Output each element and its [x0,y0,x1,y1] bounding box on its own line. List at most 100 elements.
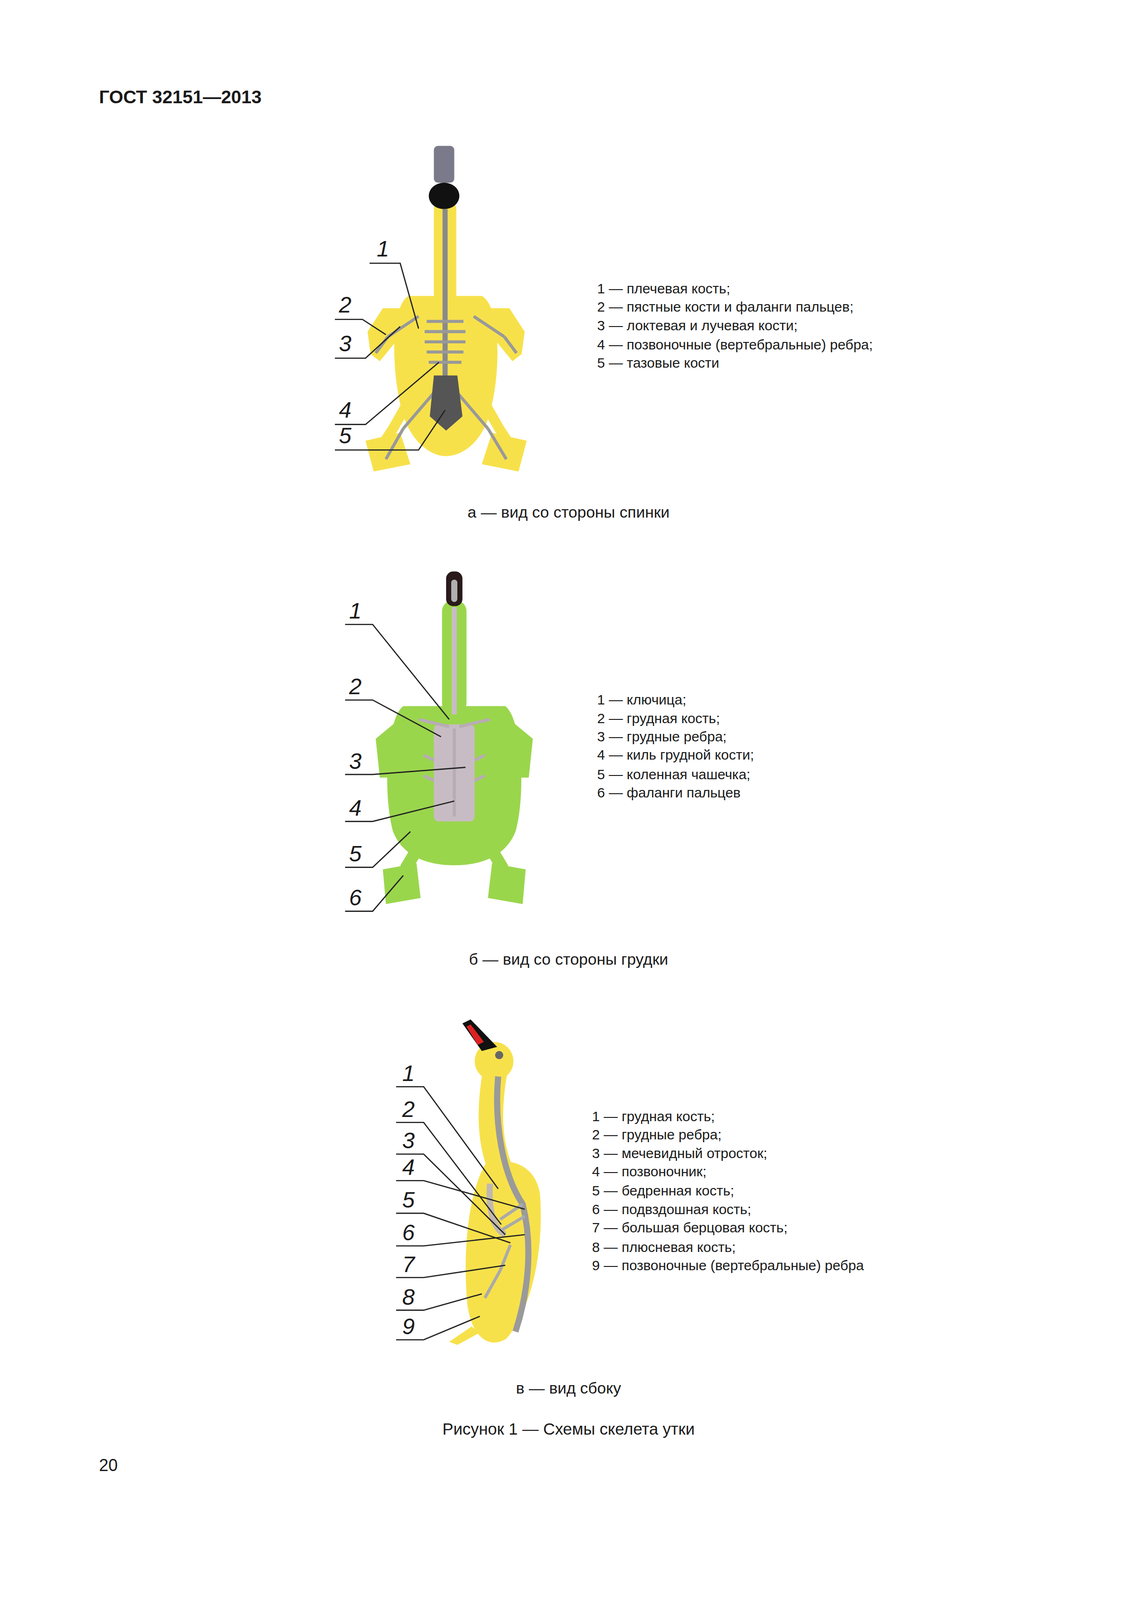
callout-number: 8 [402,1284,415,1310]
drawing-part [433,724,475,822]
drawing-part [484,1270,501,1298]
callout-number: 2 [338,291,352,318]
drawing-part [497,1076,529,1332]
key-entry: 2 — пястные кости и фаланги пальцев; [597,298,854,316]
drawing-part [487,428,506,460]
drawing-part [424,330,466,334]
drawing-part [396,1086,498,1189]
key-entry: 1 — плечевая кость; [597,280,731,298]
drawing-part [369,263,419,329]
drawing-part [375,316,517,460]
drawing-part [385,428,404,460]
drawing-part [441,599,467,715]
callout-number: 6 [402,1219,415,1246]
drawing-part [433,145,455,183]
callout-number: 1 [376,235,390,262]
key-entry: 8 — плюсневая кость; [591,1239,736,1256]
drawing-part [426,320,464,324]
drawing-part [403,392,434,429]
callout-number: 4 [348,795,362,821]
callout-number: 5 [402,1187,415,1213]
drawing-part [474,775,485,781]
callout-number: 9 [402,1313,415,1340]
drawing-part [446,571,463,606]
drawing-part [451,579,458,603]
drawing-part [473,316,505,337]
drawing-part [452,728,456,817]
drawing-part [474,754,485,761]
key-entry: 3 — локтевая и лучевая кости; [597,317,798,335]
key-entry: 1 — грудная кость; [591,1108,715,1125]
key-entry: 6 — подвздошная кость; [591,1201,752,1218]
callout-number: 3 [348,748,362,775]
drawing-part [345,875,404,911]
drawing-part [462,1019,498,1052]
callout-number: 2 [348,673,362,700]
duck-side-view [448,1019,541,1345]
drawing-part [502,1216,525,1230]
callout-number: 3 [338,330,352,357]
key-entry: 9 — позвоночные (вертебральные) ребра [591,1257,864,1274]
key-entry: 2 — грудные ребра; [591,1126,722,1144]
drawing-part [457,392,489,429]
page-header: ГОСТ 32151—2013 [99,86,262,108]
callout-number: 1 [402,1060,415,1087]
callout-number: 5 [338,422,352,449]
drawing-part [426,350,464,354]
view-caption: в — вид сбоку [516,1379,622,1398]
drawing-part [396,1180,525,1210]
callout-number: 4 [338,397,352,423]
drawing-part [451,607,457,715]
drawing-part [345,831,411,868]
duck-ventral-view [375,571,533,904]
drawing-part [428,360,462,364]
callout-number: 1 [348,597,362,624]
drawing-part [497,714,533,778]
key-entry: 4 — позвоночные (вертебральные) ребра; [597,336,873,354]
drawing-part [383,863,421,904]
callout-number: 7 [402,1251,415,1278]
drawing-part [345,699,442,737]
view-caption: а — вид со стороны спинки [467,503,670,522]
key-entry: 4 — киль грудной кости; [597,746,754,764]
drawing-part [345,767,466,775]
key-entry: 5 — коленная чашечка; [597,766,751,783]
view-caption: б — вид со стороны грудки [469,950,669,969]
drawing-part [424,340,466,344]
callout-number: 2 [402,1096,415,1123]
drawing-part [334,326,401,359]
page-number: 20 [99,1455,118,1475]
drawing-part [396,1122,502,1225]
drawing-part [459,719,491,727]
drawing-part [375,714,411,778]
drawing-part [481,432,527,472]
drawing-part [484,1203,525,1298]
key-entry: 5 — тазовые кости [597,355,719,372]
drawing-part [495,1051,504,1060]
drawing-part [504,336,517,354]
drawing-part [448,1326,480,1345]
drawing-part [487,863,526,904]
drawing-part [396,1234,525,1246]
figure-caption: Рисунок 1 — Схемы скелета утки [442,1419,695,1439]
drawing-part [418,719,450,727]
leader-lines [334,263,525,1340]
drawing-part [423,775,434,781]
drawing-part [500,1203,523,1220]
drawing-part [500,1244,511,1271]
callout-number: 3 [402,1127,415,1154]
callout-number: 5 [348,840,362,867]
duck-dorsal-view [365,145,527,472]
key-entry: 1 — ключица; [597,691,687,709]
key-entry: 3 — мечевидный отросток; [591,1145,768,1162]
key-entry: 2 — грудная кость; [597,710,720,727]
drawing-part [466,1024,484,1046]
drawing-part [334,362,440,425]
drawing-part [345,624,450,720]
key-entry: 3 — грудные ребра; [597,728,727,746]
drawing-part [365,432,411,472]
key-entry: 4 — позвоночник; [591,1163,707,1181]
drawing-part [429,375,463,431]
